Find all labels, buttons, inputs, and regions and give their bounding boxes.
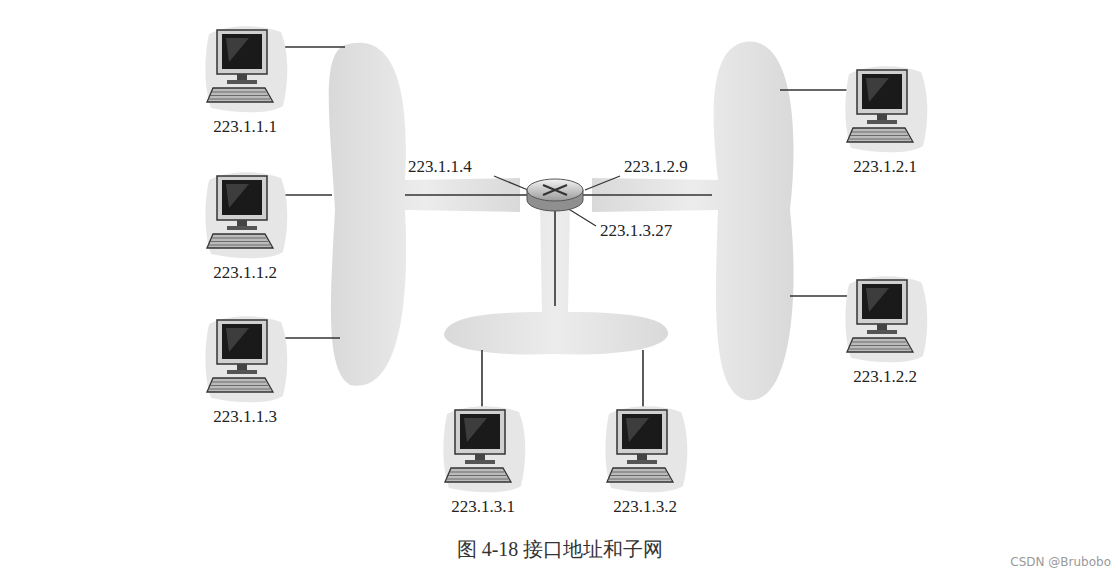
ip-address: 223.1.3.2 — [613, 498, 677, 517]
computer-icon — [437, 402, 529, 494]
interface-address: 223.1.3.27 — [600, 222, 672, 241]
ip-address: 223.1.1.2 — [213, 264, 277, 283]
ip-address: 223.1.3.1 — [451, 498, 515, 517]
host-computer: 223.1.2.1 — [835, 62, 935, 177]
interface-address: 223.1.2.9 — [624, 158, 688, 177]
host-computer: 223.1.3.2 — [595, 402, 695, 517]
router-symbol — [527, 179, 583, 211]
leader-line — [494, 176, 620, 226]
host-computer: 223.1.1.1 — [195, 22, 295, 137]
host-computer: 223.1.1.3 — [195, 312, 295, 427]
ip-address: 223.1.2.1 — [853, 158, 917, 177]
ip-address: 223.1.2.2 — [853, 368, 917, 387]
link-line — [282, 47, 848, 408]
computer-icon — [199, 312, 291, 404]
computer-icon — [839, 62, 931, 154]
figure-caption: 图 4-18 接口地址和子网 — [457, 538, 664, 560]
host-computer: 223.1.1.2 — [195, 168, 295, 283]
watermark: CSDN @Brubobo — [1010, 556, 1111, 569]
computer-icon — [199, 168, 291, 260]
host-computer: 223.1.3.1 — [433, 402, 533, 517]
computer-icon — [839, 272, 931, 364]
ip-address: 223.1.1.3 — [213, 408, 277, 427]
host-computer: 223.1.2.2 — [835, 272, 935, 387]
ip-address: 223.1.1.1 — [213, 118, 277, 137]
computer-icon — [199, 22, 291, 114]
computer-icon — [599, 402, 691, 494]
interface-address: 223.1.1.4 — [408, 158, 472, 177]
